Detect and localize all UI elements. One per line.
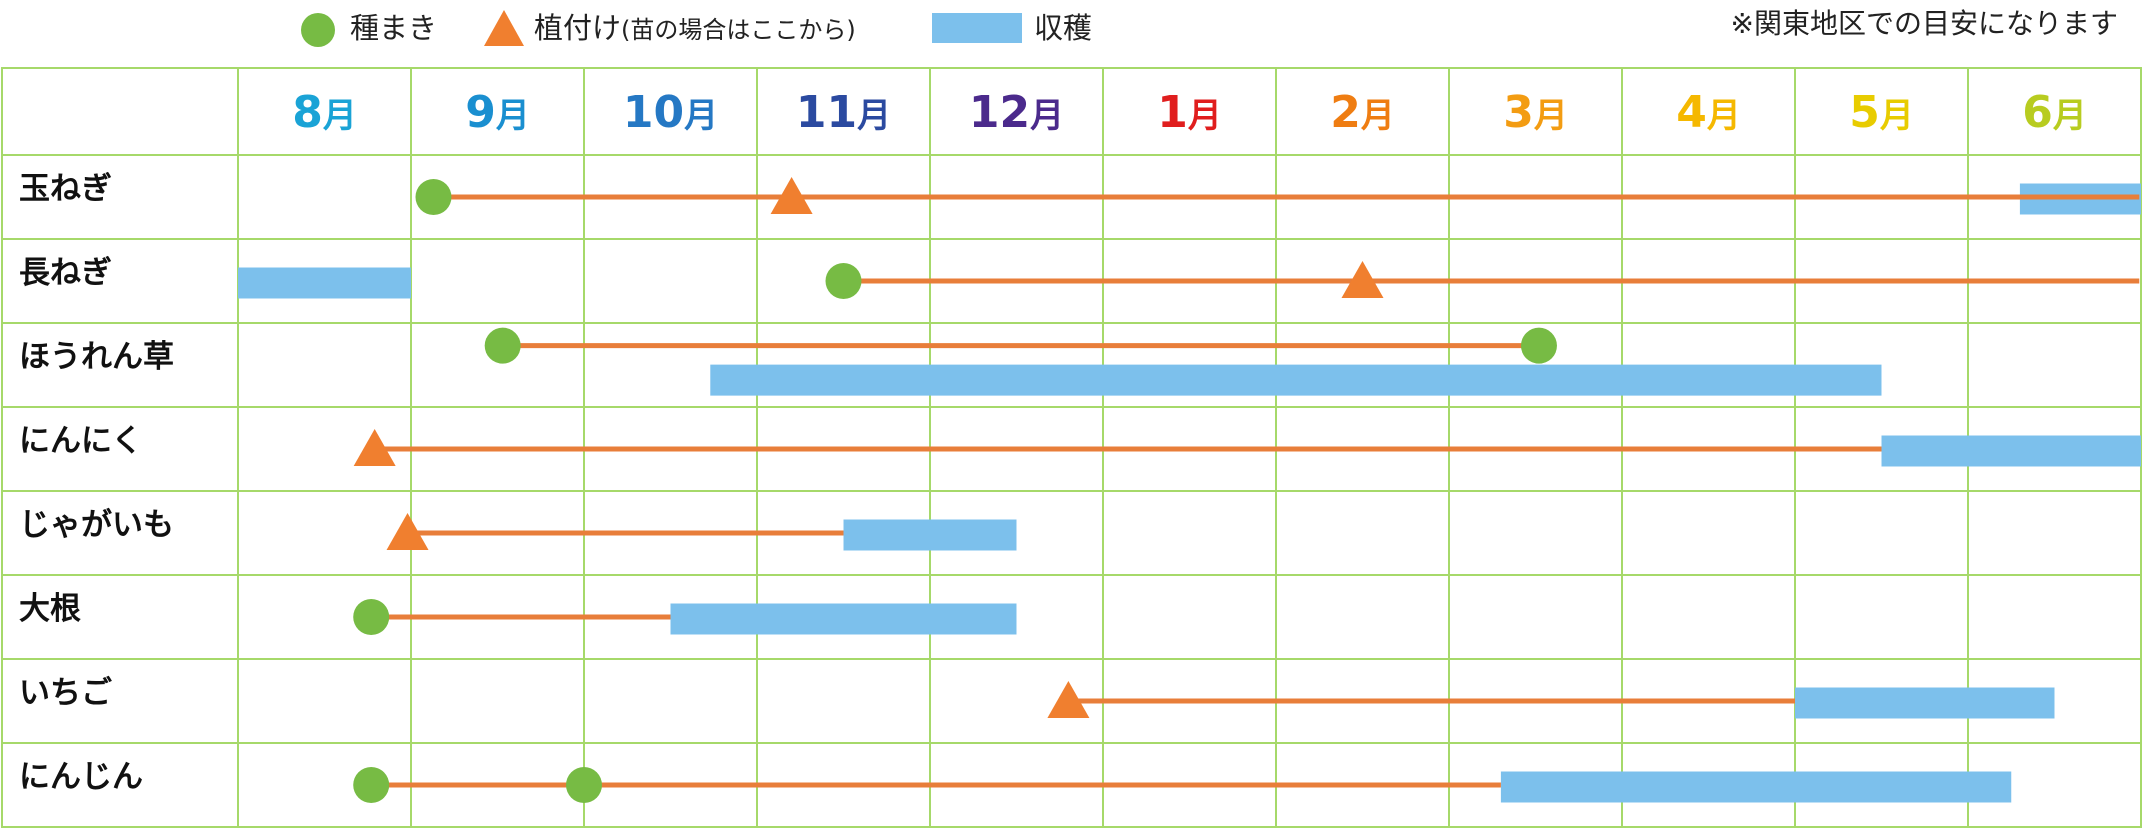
planting-legend-icon (484, 10, 524, 46)
month-suffix: 月 (2053, 96, 2087, 136)
month-header-4: 4月 (1676, 87, 1741, 138)
planting-legend-main: 植付け (534, 11, 622, 45)
planting-marker (770, 177, 813, 214)
month-header-11: 11月 (796, 87, 891, 138)
harvest-bar (670, 603, 1017, 635)
month-header-5: 5月 (1849, 87, 1914, 138)
month-number: 2 (1330, 87, 1361, 138)
harvest-bar (1795, 687, 2055, 719)
month-number: 8 (292, 87, 323, 138)
month-suffix: 月 (496, 96, 530, 136)
planting-marker (1047, 681, 1090, 718)
sowing-marker (1520, 327, 1557, 364)
month-header-1: 1月 (1157, 87, 1222, 138)
row-label: にんじん (19, 759, 143, 795)
sowing-marker (415, 179, 452, 215)
month-suffix: 月 (1361, 96, 1395, 136)
harvest-bar (238, 267, 411, 299)
row-label: 玉ねぎ (19, 171, 112, 207)
sowing-marker (484, 327, 521, 364)
row-label: 長ねぎ (19, 255, 112, 291)
row-label: いちご (19, 675, 112, 711)
month-header-9: 9月 (465, 87, 530, 138)
month-suffix: 月 (1030, 96, 1064, 136)
month-number: 11 (796, 87, 857, 138)
month-suffix: 月 (1707, 96, 1741, 136)
planting-legend-triangle (484, 10, 524, 46)
sowing-marker (353, 599, 390, 635)
month-number: 10 (623, 87, 684, 138)
row-label: 大根 (19, 591, 81, 627)
harvest-bar (843, 519, 1017, 551)
sowing-legend-label: 種まき (350, 11, 438, 45)
month-number: 9 (465, 87, 496, 138)
month-suffix: 月 (1188, 96, 1222, 136)
planting-marker (386, 513, 429, 550)
month-header-2: 2月 (1330, 87, 1395, 138)
harvest-bar (1500, 771, 2012, 803)
month-suffix: 月 (857, 96, 891, 136)
month-number: 12 (969, 87, 1030, 138)
region-note: ※関東地区での目安になります (1730, 7, 2118, 40)
sowing-legend-icon (301, 13, 335, 47)
legend: 種まき 植付け(苗の場合はここから) 収穫 ※関東地区での目安になります (0, 0, 2144, 60)
month-number: 1 (1157, 87, 1188, 138)
month-number: 5 (1849, 87, 1880, 138)
month-number: 3 (1503, 87, 1534, 138)
sowing-legend-circle (301, 13, 335, 47)
month-header-3: 3月 (1503, 87, 1568, 138)
row-label: ほうれん草 (19, 339, 174, 375)
month-number: 6 (2022, 87, 2053, 138)
row-label: じゃがいも (19, 507, 174, 543)
sowing-marker (566, 767, 602, 803)
month-suffix: 月 (1534, 96, 1568, 136)
month-header-10: 10月 (623, 87, 718, 138)
harvest-bar (710, 364, 1882, 396)
planting-marker (353, 429, 396, 466)
month-suffix: 月 (684, 96, 718, 136)
planting-marker (1341, 261, 1384, 298)
month-suffix: 月 (1880, 96, 1914, 136)
month-suffix: 月 (323, 96, 357, 136)
month-header-8: 8月 (292, 87, 357, 138)
harvest-legend-swatch (932, 13, 1022, 43)
planting-legend-note: (苗の場合はここから) (621, 16, 856, 44)
harvest-bar (1881, 435, 2141, 467)
sowing-marker (353, 767, 390, 803)
harvest-legend-label: 収穫 (1034, 11, 1093, 45)
month-header-6: 6月 (2022, 87, 2087, 138)
row-label: にんにく (19, 423, 142, 459)
sowing-marker (825, 263, 862, 299)
month-number: 4 (1676, 87, 1707, 138)
planting-legend-label: 植付け(苗の場合はここから) (534, 8, 856, 50)
month-header-12: 12月 (969, 87, 1064, 138)
